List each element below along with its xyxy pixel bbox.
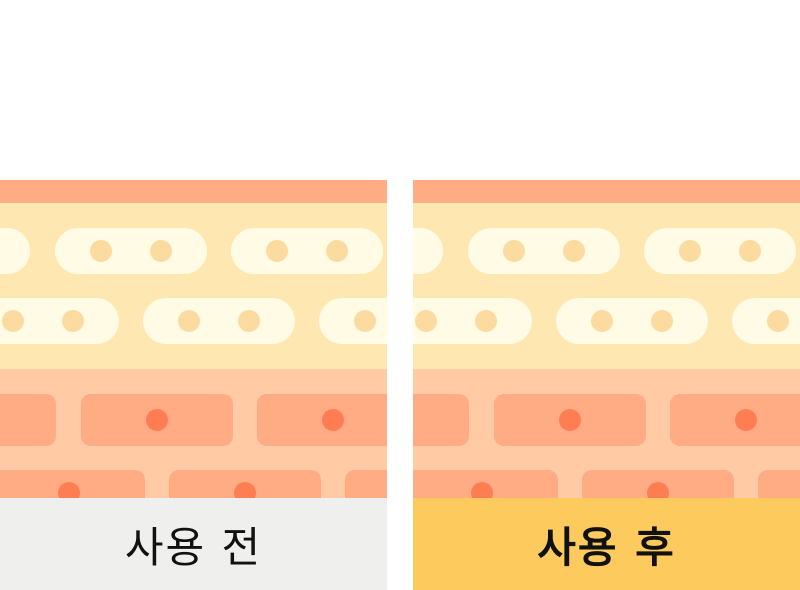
upper-cell bbox=[231, 228, 383, 274]
after-panel: 사용 후 bbox=[413, 180, 800, 590]
upper-layer bbox=[0, 203, 387, 369]
before-panel: 사용 전 bbox=[0, 180, 387, 590]
upper-cell bbox=[413, 228, 443, 274]
lower-cell bbox=[345, 470, 387, 498]
upper-cell bbox=[319, 298, 387, 344]
lower-cell bbox=[0, 394, 56, 446]
upper-cell bbox=[143, 298, 295, 344]
upper-cell bbox=[732, 298, 800, 344]
top-band bbox=[413, 180, 800, 203]
upper-cell bbox=[468, 228, 620, 274]
lower-cell bbox=[81, 394, 233, 446]
lower-cell bbox=[582, 470, 734, 498]
lower-cell bbox=[169, 470, 321, 498]
upper-cell bbox=[644, 228, 796, 274]
upper-cell bbox=[413, 298, 532, 344]
upper-layer bbox=[413, 203, 800, 369]
lower-cell bbox=[0, 470, 145, 498]
upper-cell bbox=[0, 228, 30, 274]
upper-cell bbox=[55, 228, 207, 274]
lower-cell bbox=[758, 470, 800, 498]
before-skin-layers bbox=[0, 180, 387, 498]
lower-cell bbox=[413, 470, 558, 498]
lower-cell bbox=[670, 394, 800, 446]
upper-cell bbox=[0, 298, 119, 344]
before-label: 사용 전 bbox=[0, 498, 387, 590]
lower-cell bbox=[413, 394, 469, 446]
lower-cell bbox=[494, 394, 646, 446]
lower-cell bbox=[257, 394, 387, 446]
top-band bbox=[0, 180, 387, 203]
upper-cell bbox=[556, 298, 708, 344]
after-label: 사용 후 bbox=[413, 498, 800, 590]
after-skin-layers bbox=[413, 180, 800, 498]
